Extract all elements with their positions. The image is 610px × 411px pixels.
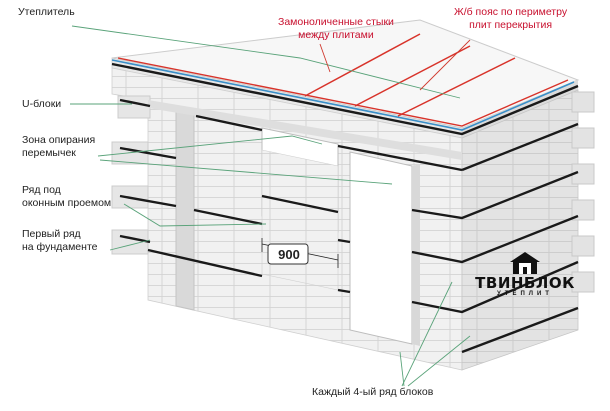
label-every-fourth-row: Каждый 4-ый ряд блоков	[312, 386, 434, 398]
label-ring-beam: Ж/б пояс по периметру плит перекрытия	[454, 6, 568, 31]
label-first-row: Первый ряд на фундаменте	[22, 228, 98, 253]
tvinblok-logo: ТВИНБЛОК УТЕПЛИТ	[470, 252, 590, 302]
logo-name: ТВИНБЛОК	[475, 274, 575, 292]
leader-lines	[70, 25, 471, 387]
leader-ring-beam	[419, 39, 471, 91]
slab-joint-1	[304, 33, 421, 97]
leader-under-window	[123, 203, 267, 227]
inner-back-wall	[261, 149, 339, 291]
label-under-window-row: Ряд под оконным проемом	[22, 184, 112, 209]
dimension-label: 900	[278, 247, 300, 262]
ring-beam-blue	[111, 59, 575, 131]
logo-house-icon	[510, 252, 540, 274]
left-block-ribs	[111, 95, 151, 255]
label-lintel-zone: Зона опирания перемычек	[22, 134, 96, 159]
leader-every-fourth-2	[407, 335, 471, 387]
inner-column	[175, 107, 195, 311]
leader-lintel	[97, 135, 323, 157]
window-opening-right	[349, 151, 413, 345]
leader-every-fourth	[401, 281, 453, 387]
label-insulation: Утеплитель	[18, 6, 75, 18]
leader-every-fourth-3	[399, 351, 405, 387]
leader-joints	[319, 43, 331, 73]
leader-insulation	[71, 25, 461, 99]
leader-first-row	[109, 239, 151, 251]
slab-joint-3	[397, 57, 516, 117]
dimension-900	[261, 238, 339, 268]
logo-subtitle: УТЕПЛИТ	[497, 291, 553, 297]
right-block-ribs	[571, 91, 595, 293]
rebar-lines	[111, 62, 579, 354]
ring-beam-red	[117, 57, 569, 127]
lintel-band	[148, 100, 462, 160]
leader-lintel-2	[99, 159, 393, 185]
label-slab-joints: Замоноличенные стыки между плитами	[278, 16, 394, 41]
label-u-blocks: U-блоки	[22, 98, 62, 110]
slab-joint-2	[354, 45, 471, 107]
window-reveal	[412, 164, 420, 346]
